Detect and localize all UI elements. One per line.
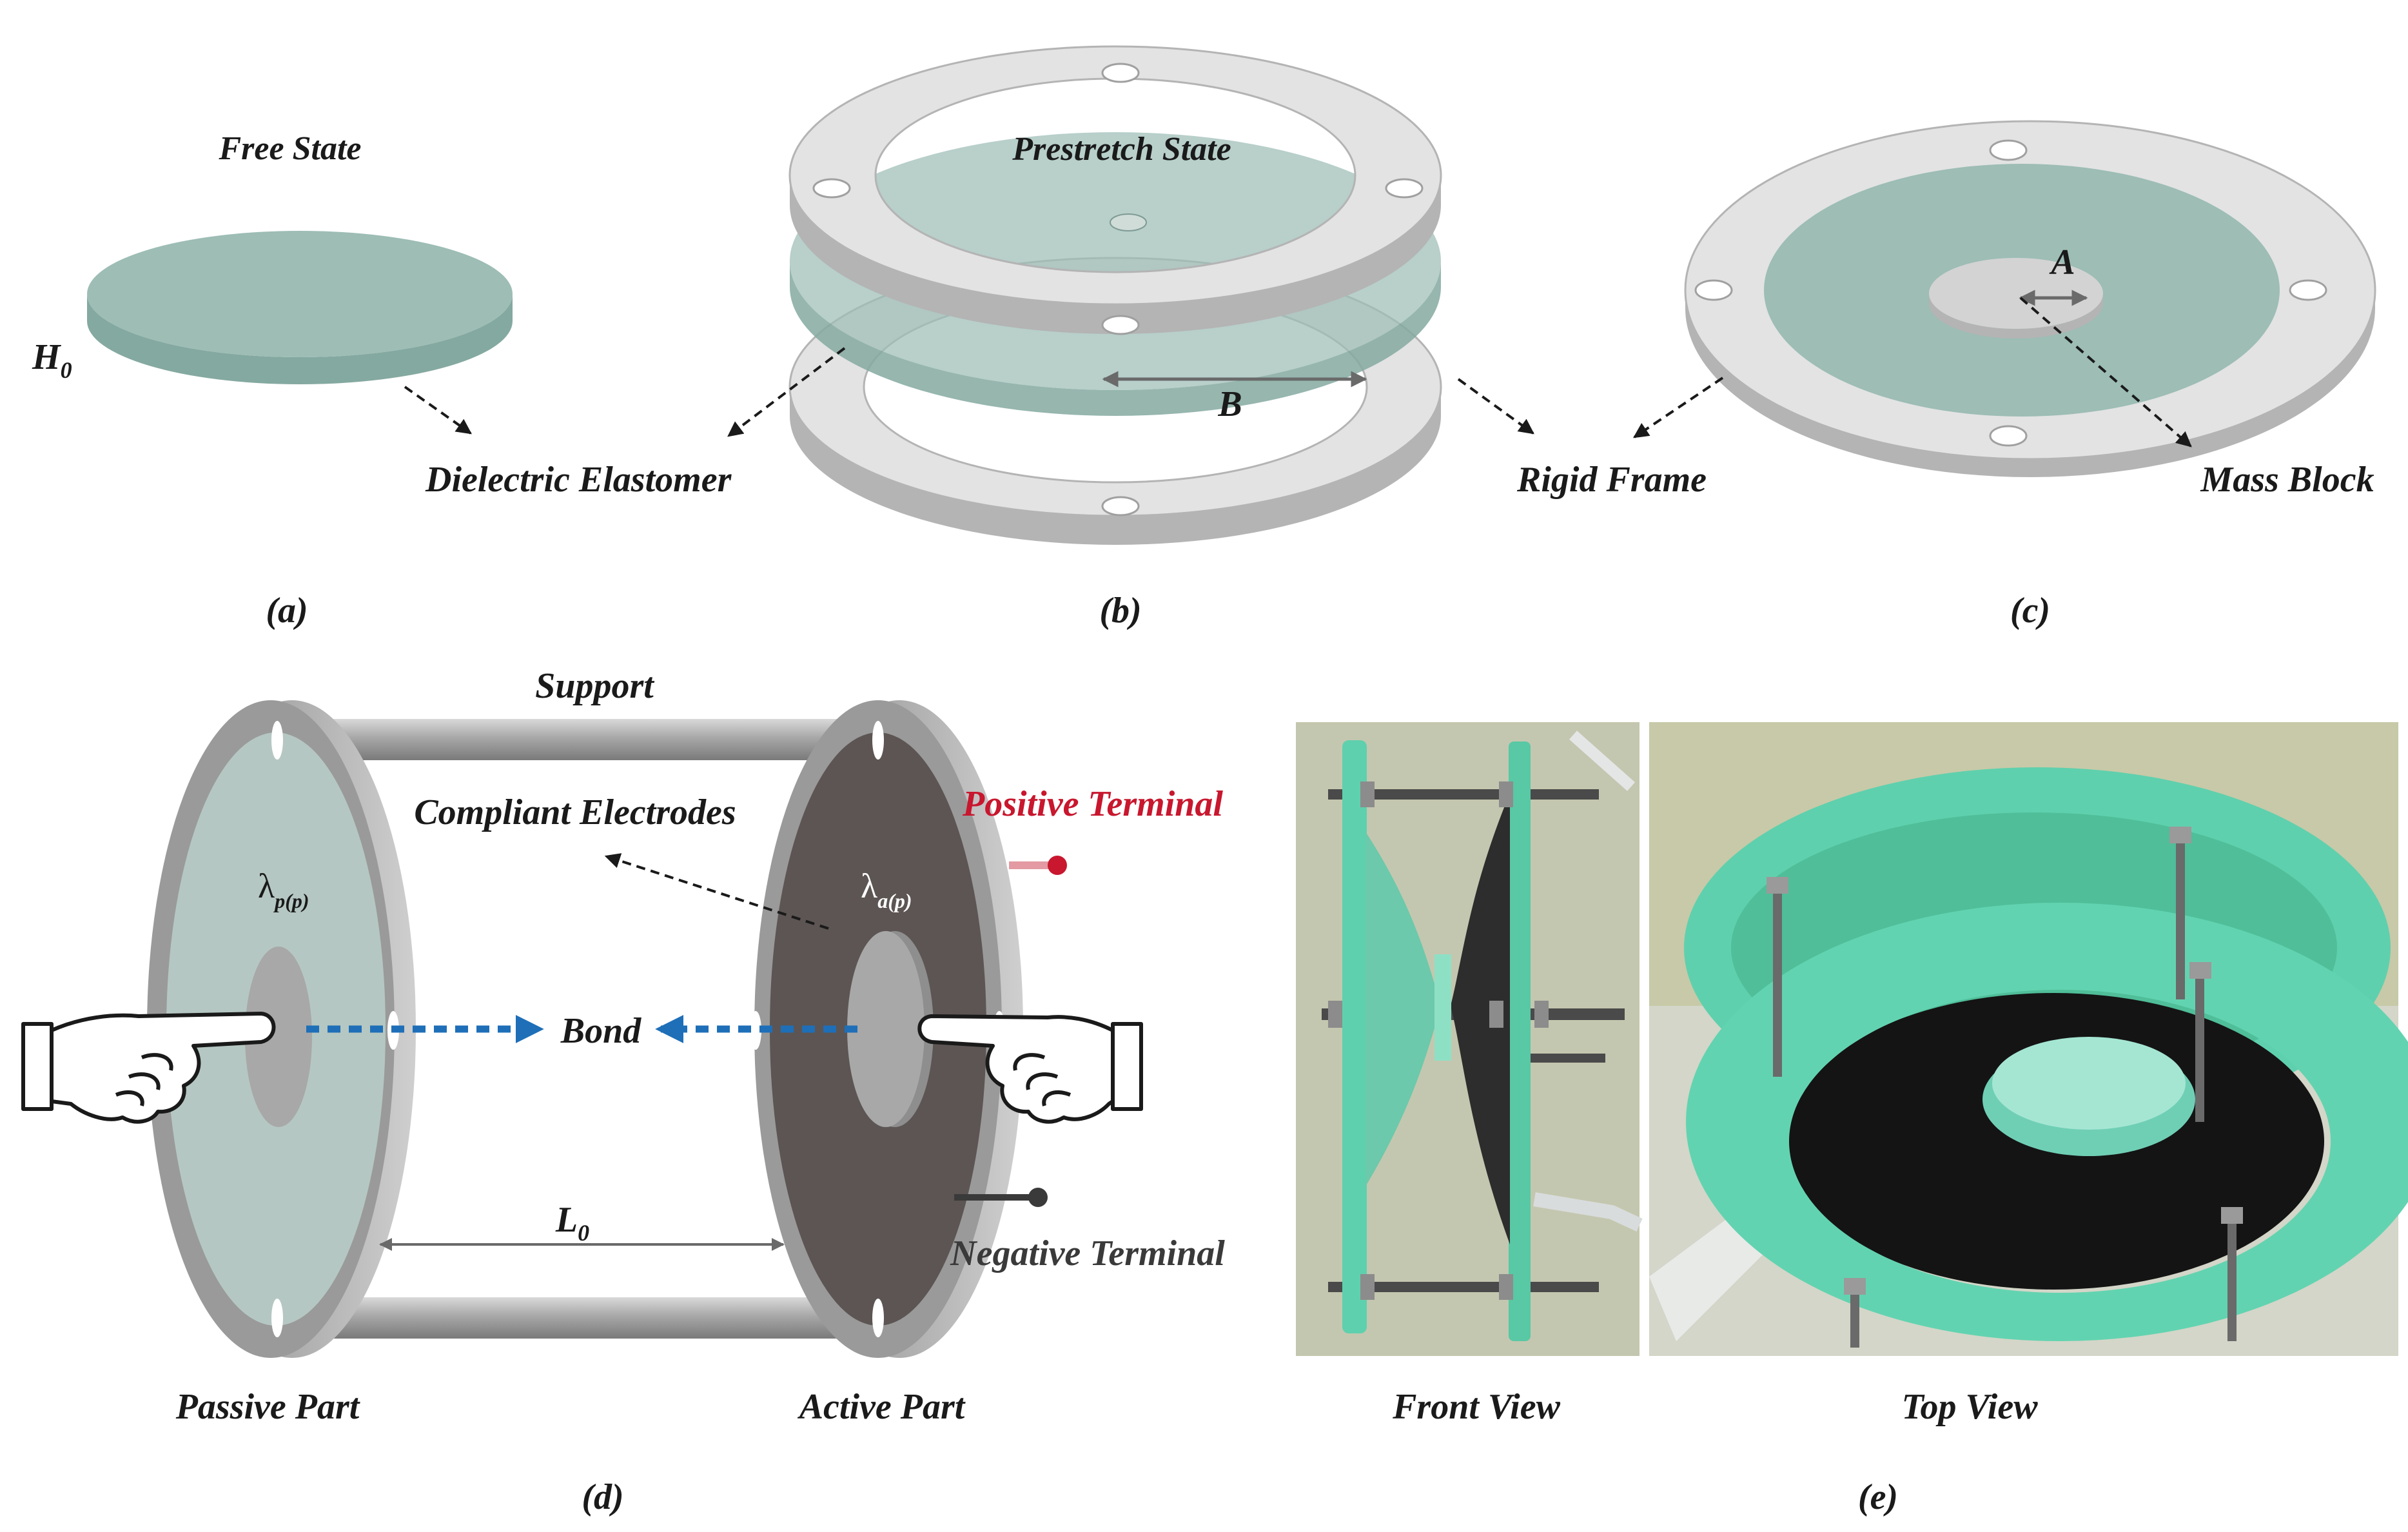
top-view-photo (1649, 722, 2408, 1356)
lambda-active-symbol: λ (861, 867, 877, 905)
panel-b-label: (b) (1099, 591, 1141, 631)
bolt-hole-icon (1694, 279, 1733, 301)
bolt-hole-icon (872, 721, 884, 760)
support-rod-bottom (277, 1297, 897, 1339)
membrane-center-hole (1110, 213, 1147, 231)
active-part-label: Active Part (798, 1387, 966, 1427)
thickness-symbol: H (32, 337, 61, 377)
panel-e-label: (e) (1858, 1477, 1898, 1517)
panel-b: Prestretch State B (b) (727, 45, 1534, 631)
panel-e: Front View Top View (e) (1296, 722, 2408, 1517)
front-view-label: Front View (1392, 1387, 1561, 1427)
panel-d: Bond L0 λp(p) λa(p) Support Compliant El… (21, 666, 1225, 1517)
top-view-label: Top View (1901, 1387, 2038, 1427)
mass-block (1929, 258, 2103, 339)
active-disk (750, 700, 1023, 1358)
length-symbol: L (555, 1200, 578, 1240)
thickness-subscript: 0 (61, 357, 72, 383)
positive-terminal (1009, 856, 1067, 875)
support-label: Support (535, 666, 654, 706)
dimension-b-label: B (1217, 384, 1242, 424)
bolt-hole-icon (271, 1299, 283, 1337)
electrode-callout-arrow (604, 853, 829, 930)
frame-callout-arrow-c (1633, 377, 1724, 438)
panel-a: Free State H0 Dielectric Elastomer (a) (32, 130, 732, 631)
bolt-hole-icon (1385, 178, 1424, 199)
passive-part-label: Passive Part (175, 1387, 360, 1427)
negative-terminal-label: Negative Terminal (950, 1233, 1225, 1273)
panel-d-label: (d) (582, 1477, 623, 1517)
bolt-hole-icon (1989, 139, 2028, 161)
dimension-a-label: A (2049, 242, 2075, 282)
elastomer-callout-arrow (404, 386, 472, 435)
bolt-hole-icon (1989, 425, 2028, 447)
compliant-electrodes-label: Compliant Electrodes (414, 792, 736, 832)
negative-terminal (954, 1188, 1048, 1207)
front-view-photo (1296, 722, 1643, 1356)
free-state-label: Free State (219, 130, 362, 167)
mass-block-label: Mass Block (2200, 460, 2374, 500)
length-subscript: 0 (578, 1220, 589, 1246)
top-frame-ring (788, 45, 1442, 335)
bolt-hole-icon (1101, 315, 1140, 335)
lambda-active-subscript: a(p) (877, 889, 912, 912)
bolt-hole-icon (2289, 279, 2327, 301)
panel-a-label: (a) (266, 591, 308, 631)
rigid-frame-label: Rigid Frame (1516, 460, 1707, 500)
positive-terminal-label: Positive Terminal (962, 784, 1223, 824)
length-label: L0 (555, 1200, 589, 1246)
right-pointing-hand-icon (917, 1014, 1143, 1124)
panel-c: A Rigid Frame Mass Block (c) (1516, 120, 2376, 631)
bolt-hole-icon (872, 1299, 884, 1337)
left-pointing-hand-icon (21, 1012, 276, 1124)
frame-callout-arrow-b (1457, 378, 1534, 435)
free-elastomer-disk (87, 231, 513, 384)
elastomer-callout-arrow-b (727, 347, 846, 437)
panel-c-label: (c) (2010, 591, 2050, 631)
lambda-passive-label: λp(p) (258, 867, 309, 912)
lambda-passive-subscript: p(p) (273, 889, 309, 912)
support-rod-top (277, 719, 897, 760)
lambda-passive-symbol: λ (258, 867, 275, 905)
prestretch-state-label: Prestretch State (1012, 131, 1231, 168)
thickness-label: H0 (32, 337, 72, 383)
bond-label: Bond (560, 1011, 641, 1051)
bolt-hole-icon (812, 178, 851, 199)
bolt-hole-icon (750, 1011, 761, 1050)
bolt-hole-icon (1101, 63, 1140, 83)
dielectric-elastomer-label: Dielectric Elastomer (425, 460, 732, 500)
mass-callout-arrow (2019, 297, 2192, 447)
lambda-active-label: λa(p) (861, 867, 912, 912)
bolt-hole-icon (271, 721, 283, 760)
